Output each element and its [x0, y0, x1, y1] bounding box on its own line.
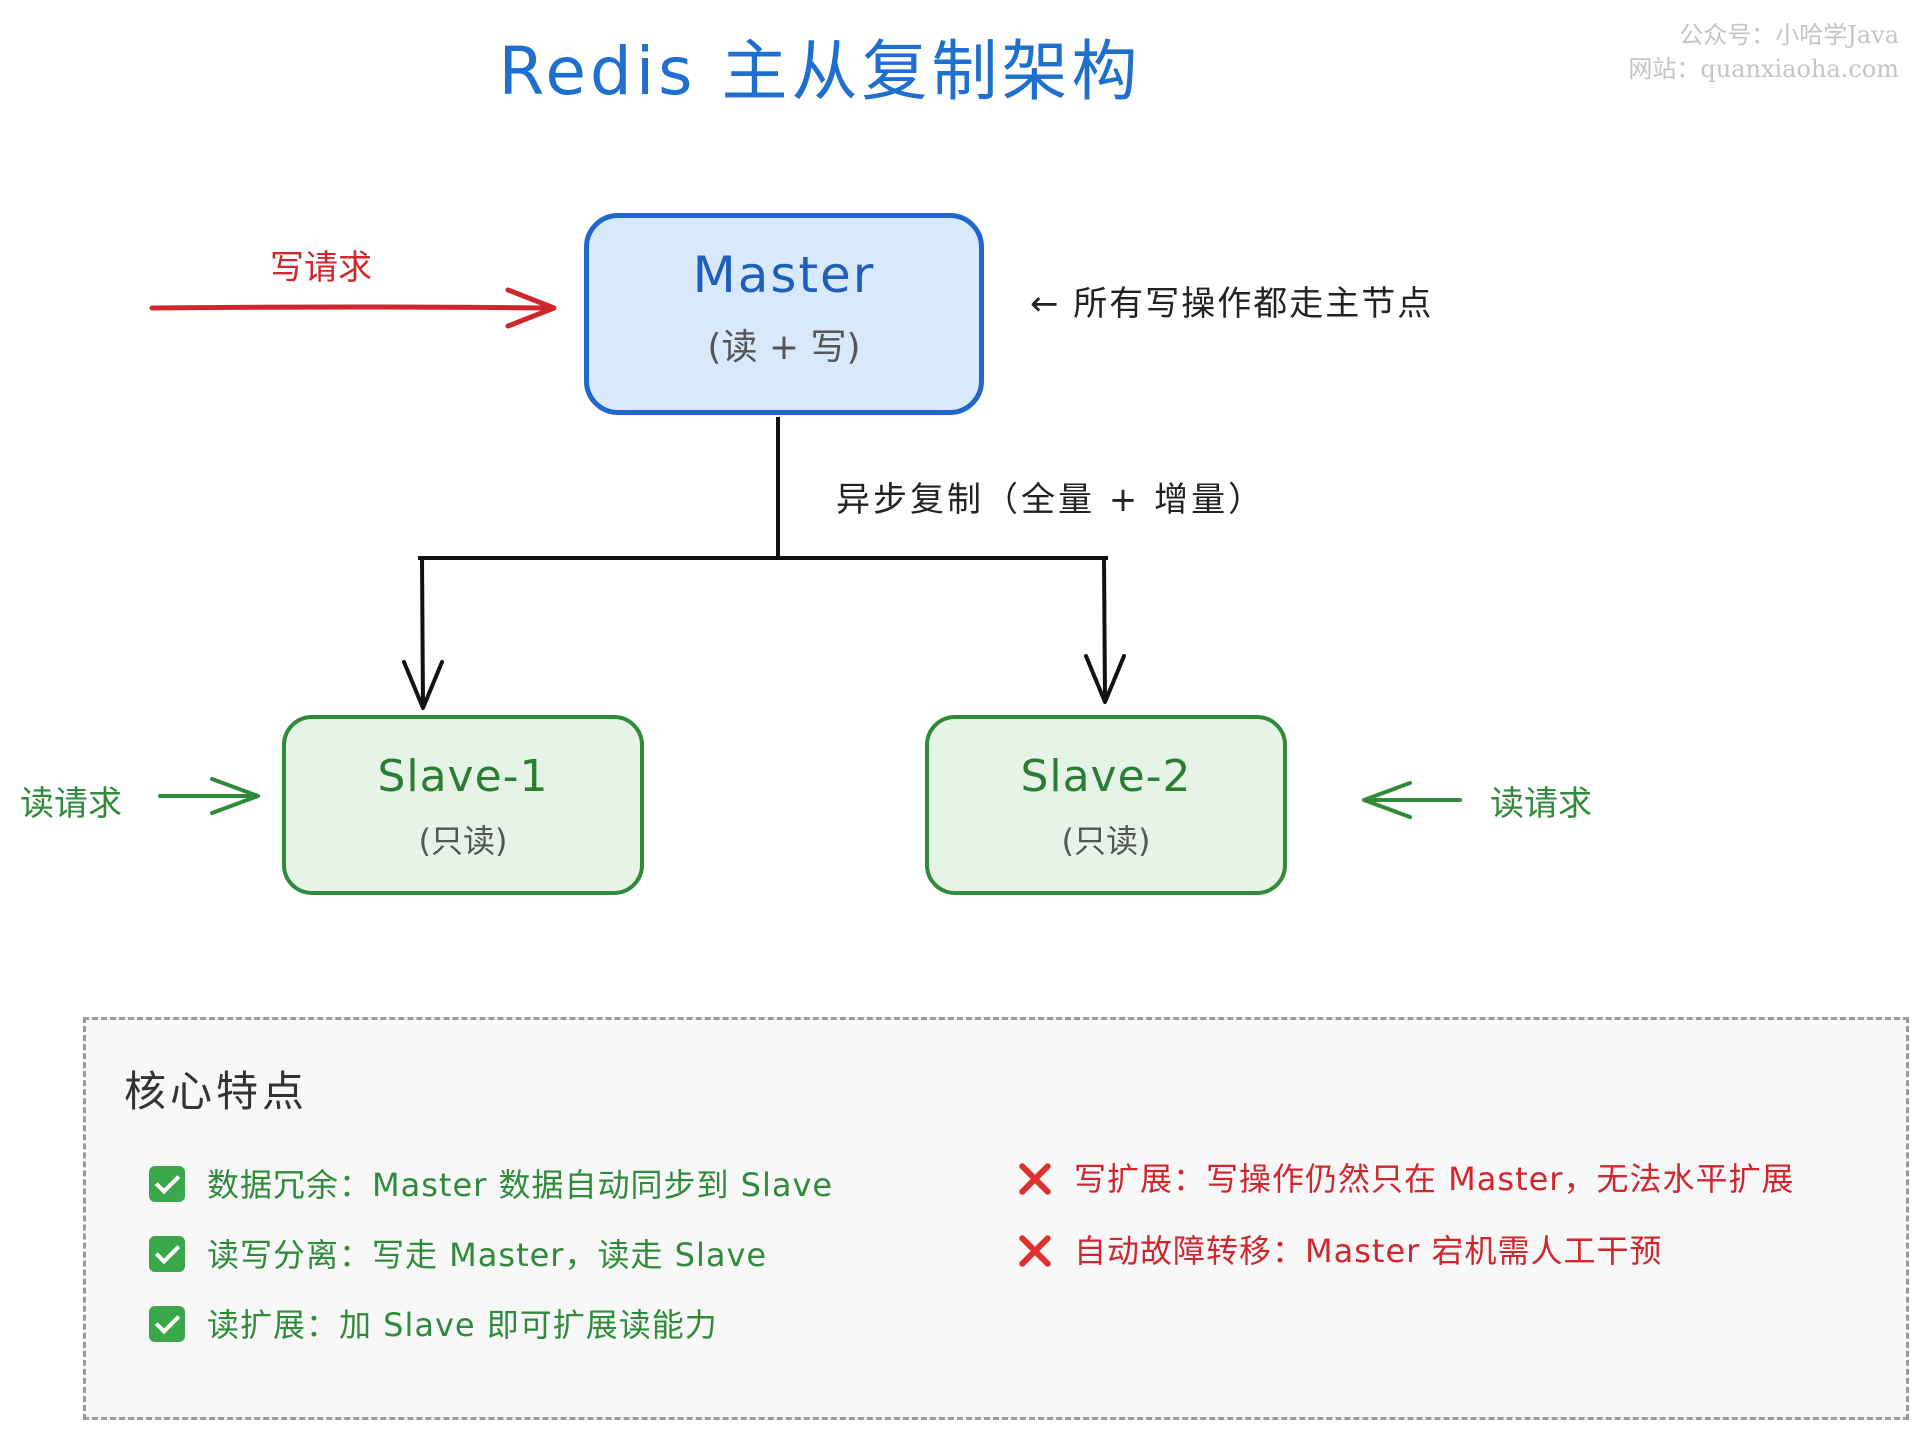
slave-1-name: Slave-1 — [377, 751, 549, 802]
master-note: ← 所有写操作都走主节点 — [1030, 284, 1434, 324]
feature-pro-item: 读扩展：加 Slave 即可扩展读能力 — [149, 1300, 718, 1346]
replication-trunk — [418, 417, 1108, 560]
watermark: 公众号：小哈学Java 网站：quanxiaoha.com — [1628, 18, 1899, 86]
read-request-left-label: 读请求 — [20, 784, 122, 824]
slave-2-role: (只读) — [1061, 822, 1151, 860]
master-node: Master (读 + 写) — [584, 213, 984, 415]
slave-1-role: (只读) — [418, 822, 508, 860]
diagram-title: Redis 主从复制架构 — [498, 33, 1142, 110]
feature-con-text: 自动故障转移：Master 宕机需人工干预 — [1074, 1232, 1663, 1270]
feature-pro-text: 读扩展：加 Slave 即可扩展读能力 — [207, 1306, 718, 1344]
master-role: (读 + 写) — [707, 327, 861, 368]
slave-2-name: Slave-2 — [1020, 751, 1192, 802]
feature-con-item: 自动故障转移：Master 宕机需人工干预 — [1016, 1226, 1662, 1272]
features-panel: 核心特点 数据冗余：Master 数据自动同步到 Slave 读写分离：写走 M… — [83, 1017, 1909, 1420]
feature-pro-text: 读写分离：写走 Master，读走 Slave — [207, 1236, 768, 1274]
read-request-arrow-right — [1362, 781, 1462, 819]
read-request-right-label: 读请求 — [1490, 784, 1592, 824]
check-icon — [149, 1306, 185, 1342]
watermark-website: 网站：quanxiaoha.com — [1628, 55, 1899, 83]
replication-label: 异步复制（全量 + 增量） — [836, 480, 1266, 520]
master-name: Master — [692, 246, 876, 304]
write-request-label: 写请求 — [270, 248, 372, 288]
features-title: 核心特点 — [124, 1067, 309, 1116]
feature-con-item: 写扩展：写操作仍然只在 Master，无法水平扩展 — [1016, 1154, 1794, 1200]
feature-pro-item: 数据冗余：Master 数据自动同步到 Slave — [149, 1160, 833, 1206]
check-icon — [149, 1236, 185, 1272]
cross-icon — [1016, 1160, 1052, 1196]
slave-2-node: Slave-2 (只读) — [925, 715, 1287, 895]
feature-pro-text: 数据冗余：Master 数据自动同步到 Slave — [207, 1166, 834, 1204]
watermark-account: 公众号：小哈学Java — [1679, 21, 1899, 49]
feature-con-text: 写扩展：写操作仍然只在 Master，无法水平扩展 — [1074, 1160, 1795, 1198]
check-icon — [149, 1166, 185, 1202]
slave-1-node: Slave-1 (只读) — [282, 715, 644, 895]
cross-icon — [1016, 1232, 1052, 1268]
replication-arrow-slave-1 — [402, 557, 444, 710]
write-request-arrow — [149, 287, 557, 329]
read-request-arrow-left — [158, 777, 260, 815]
feature-pro-item: 读写分离：写走 Master，读走 Slave — [149, 1230, 767, 1276]
replication-arrow-slave-2 — [1084, 557, 1126, 704]
